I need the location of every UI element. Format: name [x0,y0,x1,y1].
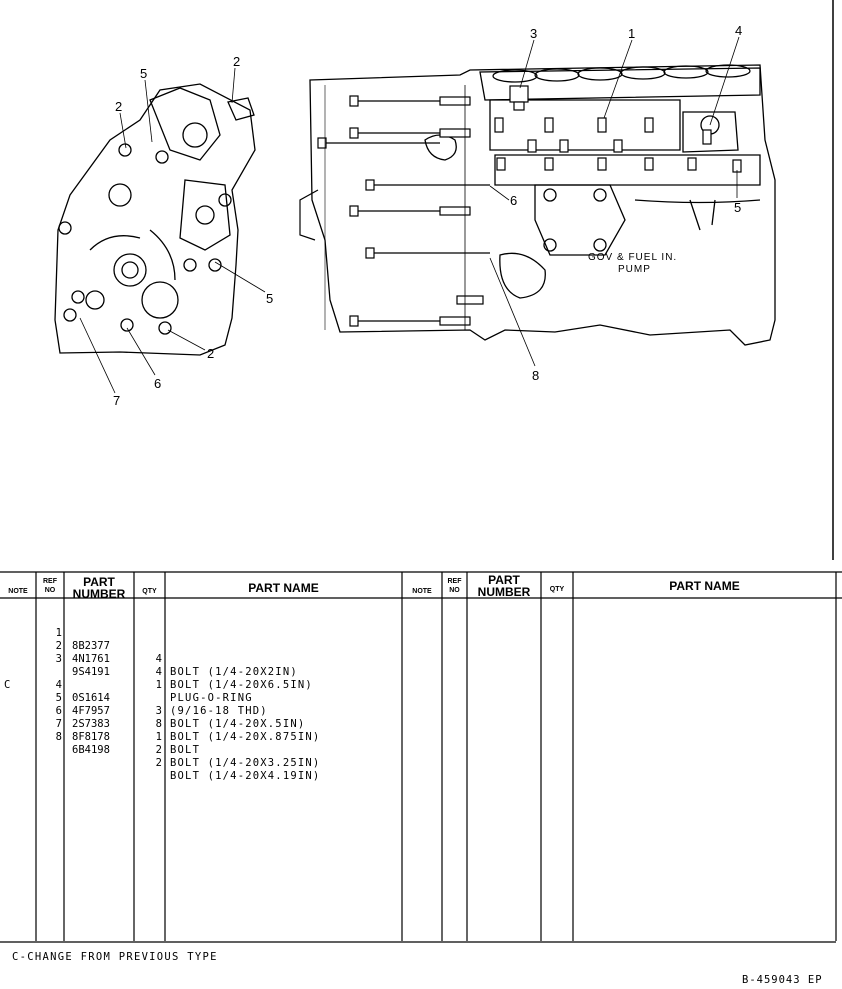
callout-6: 6 [510,193,517,208]
callout-7: 7 [113,393,120,408]
row-part-name: BOLT [170,744,201,756]
callout-5: 5 [140,66,147,81]
row-part-number: 4F7957 [72,705,110,717]
row-qty: 1 [155,731,162,743]
row-qty: 4 [155,653,162,665]
table-row: 6 2S7383 1 BOLT [0,679,199,756]
header-ref-right-line2: NO [449,587,460,594]
row-note: C [4,679,11,691]
row-part-name: (9/16-18 THD) [170,705,268,717]
header-part-name: PART NAME [248,581,319,595]
parts-table: NOTE REF NO PART NUMBER QTY PART NAME NO… [0,571,842,941]
row-part-number: 8B2377 [72,640,110,652]
bolts-drawing [299,85,742,330]
end-view-drawing [54,83,256,356]
table-row: (9/16-18 THD) [0,640,267,717]
row-ref: 4 [55,679,62,691]
row-qty: 3 [155,705,162,717]
row-part-number: 0S1614 [72,692,110,704]
row-part-name: BOLT (1/4-20X6.5IN) [170,679,313,691]
row-part-number: 4N1761 [72,653,110,665]
table-row: 4 0S1614 3 BOLT (1/4-20X.5IN) [0,653,305,730]
header-qty: QTY [142,588,157,595]
header-part-name-right: PART NAME [669,579,740,593]
row-ref: 2 [55,640,62,652]
side-view-drawing [309,64,776,346]
row-part-name: BOLT (1/4-20X3.25IN) [170,757,321,769]
header-part-right-line1: PART [488,573,520,587]
header-ref-line2: NO [44,587,56,594]
row-qty: 2 [155,744,162,756]
pump-label-line1: GOV & FUEL IN. [588,252,677,263]
callout-4: 4 [735,23,742,38]
row-part-name: BOLT (1/4-20X2IN) [170,666,298,678]
table-row: 8 6B4198 2 BOLT (1/4-20X4.19IN) [0,705,320,782]
row-part-number: 9S4191 [72,666,110,678]
leader-lines-right [489,36,740,367]
table-row: 2 4N1761 4 BOLT (1/4-20X6.5IN) [0,614,312,691]
table-row: 3 9S4191 1 PLUG-O-RING [0,627,252,704]
exploded-parts-illustration: 5 2 2 5 2 6 7 [54,0,834,560]
header-note: NOTE [8,588,28,595]
header-part-right-line2: NUMBER [477,585,531,599]
callout-8: 8 [532,368,539,383]
table-bottom-rule [0,941,836,943]
leader-lines-left [79,67,266,394]
table-row: C 5 4F7957 8 BOLT (1/4-20X.875IN) [0,666,319,743]
row-part-name: BOLT (1/4-20X.5IN) [170,718,306,730]
row-part-name: PLUG-O-RING [170,692,253,704]
callout-2: 2 [207,346,214,361]
row-ref: 8 [55,731,62,743]
callout-6: 6 [154,376,161,391]
row-ref: 3 [55,653,62,665]
row-ref: 5 [55,692,62,704]
row-qty: 4 [155,666,162,678]
table-grid [0,571,842,941]
document-number: B-459043 EP [742,974,823,986]
row-ref: 1 [55,627,62,639]
callout-3: 3 [530,26,537,41]
header-note-right: NOTE [412,588,432,595]
callout-5: 5 [266,291,273,306]
callout-1: 1 [628,26,635,41]
row-ref: 7 [55,718,62,730]
footnote: C-CHANGE FROM PREVIOUS TYPE [12,951,218,963]
callout-5: 5 [734,200,741,215]
header-qty-right: QTY [549,586,565,593]
row-part-name: BOLT (1/4-20X4.19IN) [170,770,321,782]
pump-label-line2: PUMP [618,264,651,275]
row-part-number: 2S7383 [72,718,110,730]
table-row: 7 8F8178 2 BOLT (1/4-20X3.25IN) [0,692,320,769]
callout-2: 2 [233,54,240,69]
row-ref: 6 [55,705,62,717]
header-part-line2: NUMBER [72,587,126,601]
row-qty: 2 [155,757,162,769]
row-qty: 8 [155,718,162,730]
row-part-number: 6B4198 [72,744,110,756]
row-part-number: 8F8178 [72,731,110,743]
row-qty: 1 [155,679,162,691]
callouts-left: 5 2 2 5 2 6 7 [113,54,273,408]
row-part-name: BOLT (1/4-20X.875IN) [170,731,321,743]
header-part-line1: PART [83,575,115,589]
header-ref-line1: REF [43,578,57,585]
callouts-right: 3 1 4 6 5 8 [510,23,742,383]
header-ref-right-line1: REF [447,578,462,585]
table-row: 1 8B2377 4 BOLT (1/4-20X2IN) [0,601,297,678]
callout-2: 2 [115,99,122,114]
